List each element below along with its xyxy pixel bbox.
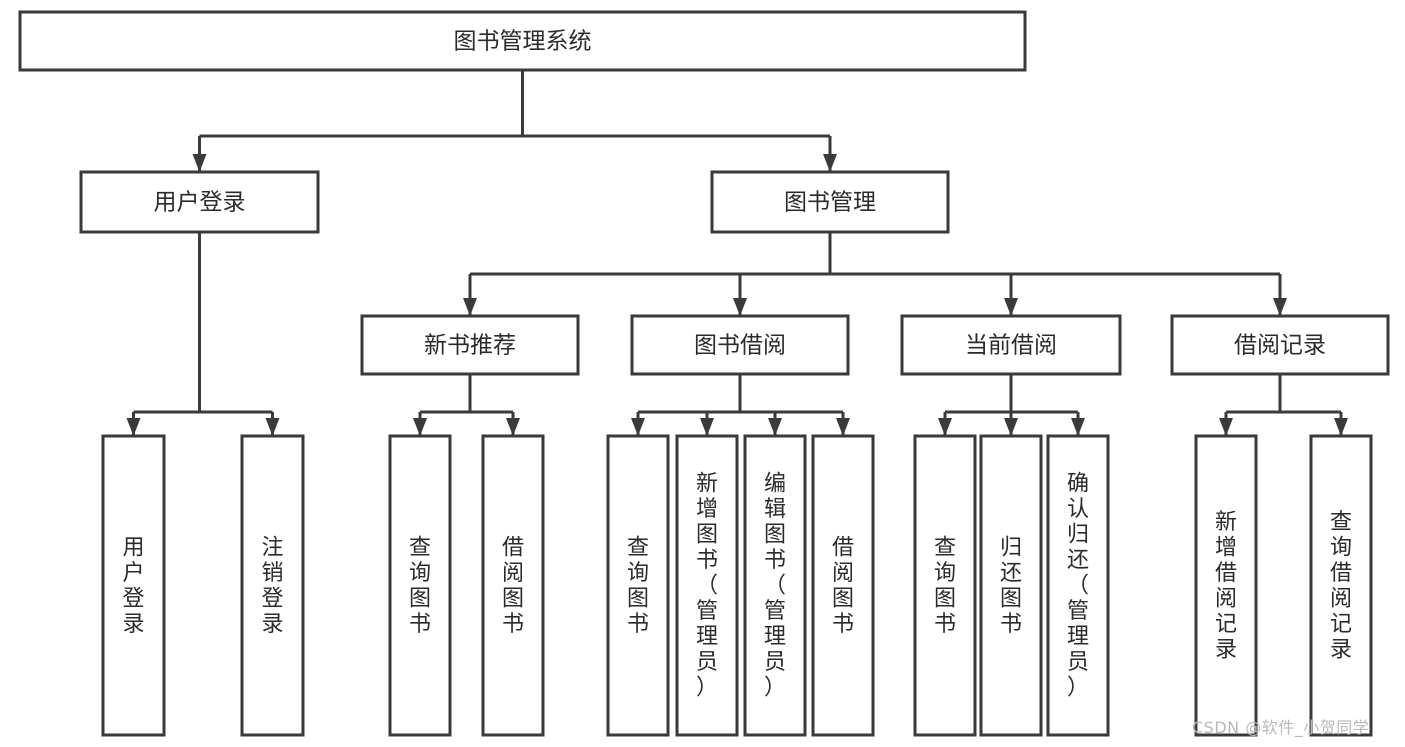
- csdn-watermark: CSDN @软件_小贺同学: [1192, 718, 1370, 737]
- diagram-node-leaf-borrow-book-1[interactable]: 借阅图书: [481, 434, 545, 737]
- diagram-node-new-book-recommend[interactable]: 新书推荐: [360, 314, 580, 376]
- diagram-node-leaf-user-login[interactable]: 用户登录: [101, 434, 166, 737]
- diagram-node-leaf-query-book-2[interactable]: 查询图书: [606, 434, 670, 737]
- node-box-root: [18, 10, 1027, 72]
- node-box-current-borrow: [900, 314, 1122, 376]
- diagram-node-user-login[interactable]: 用户登录: [79, 170, 320, 234]
- arrow-head-icon: [192, 154, 207, 172]
- diagram-node-leaf-add-book-admin[interactable]: 新增图书（管理员）: [675, 434, 739, 737]
- node-box-user-login: [79, 170, 320, 234]
- diagram-node-leaf-query-book-3[interactable]: 查询图书: [913, 434, 977, 737]
- arrow-head-icon: [265, 418, 280, 436]
- node-label-leaf-user-logout: 注销登录: [261, 535, 283, 637]
- node-box-leaf-query-book-2: [606, 434, 670, 737]
- arrow-head-icon: [1219, 418, 1233, 436]
- arrow-head-icon: [631, 418, 645, 436]
- node-label-book-management: 图书管理: [784, 190, 876, 216]
- node-label-leaf-borrow-book-1: 借阅图书: [502, 535, 524, 637]
- node-box-borrow-record: [1170, 314, 1390, 376]
- arrow-head-icon: [1071, 418, 1085, 436]
- connector-edges-layer: [126, 70, 1348, 436]
- node-label-leaf-edit-book-admin: 编辑图书（管理员）: [764, 472, 786, 701]
- node-box-leaf-add-borrow-record: [1194, 434, 1258, 737]
- node-label-leaf-query-book-3: 查询图书: [934, 535, 956, 637]
- node-box-leaf-borrow-book-1: [481, 434, 545, 737]
- arrow-head-icon: [836, 418, 850, 436]
- diagram-node-leaf-query-borrow-record[interactable]: 查询借阅记录: [1309, 434, 1373, 737]
- arrow-head-icon: [700, 418, 714, 436]
- node-box-leaf-confirm-return-admin: [1046, 434, 1110, 737]
- arrow-head-icon: [1334, 418, 1348, 436]
- diagram-node-leaf-edit-book-admin[interactable]: 编辑图书（管理员）: [743, 434, 807, 737]
- diagram-node-book-borrow[interactable]: 图书借阅: [630, 314, 850, 376]
- node-label-leaf-confirm-return-admin: 确认归还（管理员）: [1067, 472, 1089, 701]
- arrow-head-icon: [1273, 298, 1287, 316]
- node-box-leaf-edit-book-admin: [743, 434, 807, 737]
- node-box-leaf-query-book-3: [913, 434, 977, 737]
- node-label-leaf-query-book-2: 查询图书: [627, 535, 649, 637]
- node-box-leaf-user-logout: [240, 434, 305, 737]
- node-box-book-borrow: [630, 314, 850, 376]
- diagram-node-leaf-confirm-return-admin[interactable]: 确认归还（管理员）: [1046, 434, 1110, 737]
- node-label-leaf-user-login: 用户登录: [122, 535, 144, 637]
- arrow-head-icon: [938, 418, 952, 436]
- diagram-node-leaf-borrow-book-2[interactable]: 借阅图书: [811, 434, 875, 737]
- diagram-nodes-layer: 图书管理系统用户登录图书管理用户登录注销登录新书推荐查询图书借阅图书图书借阅查询…: [18, 10, 1390, 737]
- arrow-head-icon: [126, 418, 141, 436]
- arrow-head-icon: [413, 418, 427, 436]
- node-box-book-management: [710, 170, 950, 234]
- diagram-node-leaf-add-borrow-record[interactable]: 新增借阅记录: [1194, 434, 1258, 737]
- diagram-node-leaf-return-book[interactable]: 归还图书: [979, 434, 1043, 737]
- node-label-leaf-borrow-book-2: 借阅图书: [832, 535, 854, 637]
- node-label-current-borrow: 当前借阅: [965, 333, 1057, 359]
- node-label-leaf-query-borrow-record: 查询借阅记录: [1330, 510, 1352, 663]
- node-label-root: 图书管理系统: [454, 29, 592, 55]
- diagram-node-root[interactable]: 图书管理系统: [18, 10, 1027, 72]
- node-box-leaf-query-borrow-record: [1309, 434, 1373, 737]
- node-box-new-book-recommend: [360, 314, 580, 376]
- node-label-leaf-add-borrow-record: 新增借阅记录: [1215, 510, 1237, 663]
- node-label-book-borrow: 图书借阅: [694, 333, 786, 359]
- arrow-head-icon: [768, 418, 782, 436]
- node-box-leaf-return-book: [979, 434, 1043, 737]
- node-label-new-book-recommend: 新书推荐: [424, 333, 516, 359]
- node-box-leaf-query-book-1: [388, 434, 452, 737]
- arrow-head-icon: [823, 154, 837, 172]
- node-box-leaf-add-book-admin: [675, 434, 739, 737]
- node-label-leaf-return-book: 归还图书: [1000, 535, 1022, 637]
- arrow-head-icon: [733, 298, 747, 316]
- node-box-leaf-user-login: [101, 434, 166, 737]
- arrow-head-icon: [1004, 298, 1018, 316]
- node-label-user-login: 用户登录: [154, 190, 246, 216]
- diagram-node-leaf-query-book-1[interactable]: 查询图书: [388, 434, 452, 737]
- arrow-head-icon: [1004, 418, 1018, 436]
- node-label-leaf-query-book-1: 查询图书: [409, 535, 431, 637]
- node-box-leaf-borrow-book-2: [811, 434, 875, 737]
- diagram-node-leaf-user-logout[interactable]: 注销登录: [240, 434, 305, 737]
- arrow-head-icon: [506, 418, 520, 436]
- diagram-node-current-borrow[interactable]: 当前借阅: [900, 314, 1122, 376]
- diagram-node-borrow-record[interactable]: 借阅记录: [1170, 314, 1390, 376]
- node-label-leaf-add-book-admin: 新增图书（管理员）: [696, 472, 718, 701]
- arrow-head-icon: [463, 298, 477, 316]
- node-label-borrow-record: 借阅记录: [1234, 333, 1326, 359]
- diagram-node-book-management[interactable]: 图书管理: [710, 170, 950, 234]
